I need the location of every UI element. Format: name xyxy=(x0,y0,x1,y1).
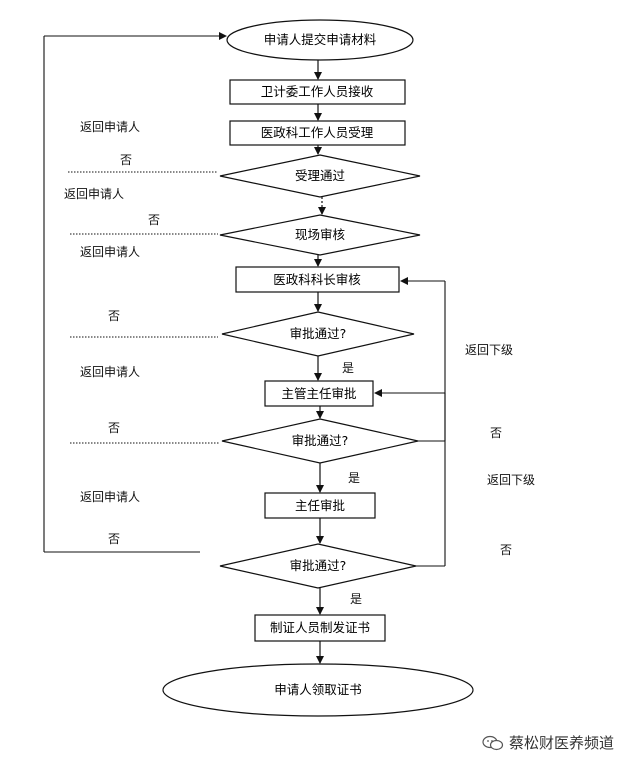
label-return-lower: 返回下级 xyxy=(487,473,536,487)
label-no: 否 xyxy=(108,532,121,546)
label-return-lower: 返回下级 xyxy=(465,343,514,357)
node-issue-label: 制证人员制发证书 xyxy=(270,620,370,635)
label-no: 否 xyxy=(108,421,121,435)
node-start-label: 申请人提交申请材料 xyxy=(264,32,377,47)
label-return-applicant: 返回申请人 xyxy=(64,187,125,201)
label-no: 否 xyxy=(148,213,161,227)
watermark: 蔡松财医养频道 xyxy=(482,732,614,753)
return-to-applicant-loop xyxy=(43,32,227,553)
label-no: 否 xyxy=(490,426,503,440)
label-return-applicant: 返回申请人 xyxy=(80,120,141,134)
node-chief-review-label: 医政科科长审核 xyxy=(273,272,361,287)
label-yes: 是 xyxy=(342,361,355,375)
label-yes: 是 xyxy=(348,471,361,485)
node-accept-label: 医政科工作人员受理 xyxy=(261,125,374,140)
main-flow-arrows xyxy=(314,60,326,664)
node-receive-label: 卫计委工作人员接收 xyxy=(261,84,374,99)
label-no: 否 xyxy=(500,543,513,557)
node-end-label: 申请人领取证书 xyxy=(274,682,362,697)
decision-accept-pass: 受理通过 xyxy=(219,154,421,198)
label-return-applicant: 返回申请人 xyxy=(80,365,141,379)
decision-site-review: 现场审核 xyxy=(219,214,421,256)
decision-approve-2: 审批通过? xyxy=(221,418,419,464)
node-end: 申请人领取证书 xyxy=(162,663,474,717)
decision-approve-1-label: 审批通过? xyxy=(290,326,347,341)
decision-approve-2-label: 审批通过? xyxy=(292,433,349,448)
label-no: 否 xyxy=(120,153,133,167)
node-director-label: 主任审批 xyxy=(295,498,345,513)
node-director-in-charge-label: 主管主任审批 xyxy=(281,386,356,401)
node-chief-review: 医政科科长审核 xyxy=(235,266,400,293)
label-return-applicant: 返回申请人 xyxy=(80,245,141,259)
return-to-lower-level-loops xyxy=(374,277,446,567)
label-return-applicant: 返回申请人 xyxy=(80,490,141,504)
node-start: 申请人提交申请材料 xyxy=(226,19,414,61)
watermark-text: 蔡松财医养频道 xyxy=(509,734,615,752)
label-yes: 是 xyxy=(350,592,363,606)
decision-site-review-label: 现场审核 xyxy=(295,227,346,242)
decision-approve-1: 审批通过? xyxy=(221,311,415,357)
decision-approve-3-label: 审批通过? xyxy=(290,558,347,573)
node-accept: 医政科工作人员受理 xyxy=(229,120,406,146)
node-director: 主任审批 xyxy=(264,492,376,519)
node-director-in-charge: 主管主任审批 xyxy=(264,380,374,407)
node-receive: 卫计委工作人员接收 xyxy=(229,79,406,105)
label-no: 否 xyxy=(108,309,121,323)
decision-approve-3: 审批通过? xyxy=(219,543,417,589)
node-issue: 制证人员制发证书 xyxy=(254,614,386,642)
decision-accept-pass-label: 受理通过 xyxy=(295,168,346,183)
wechat-icon xyxy=(482,735,504,750)
